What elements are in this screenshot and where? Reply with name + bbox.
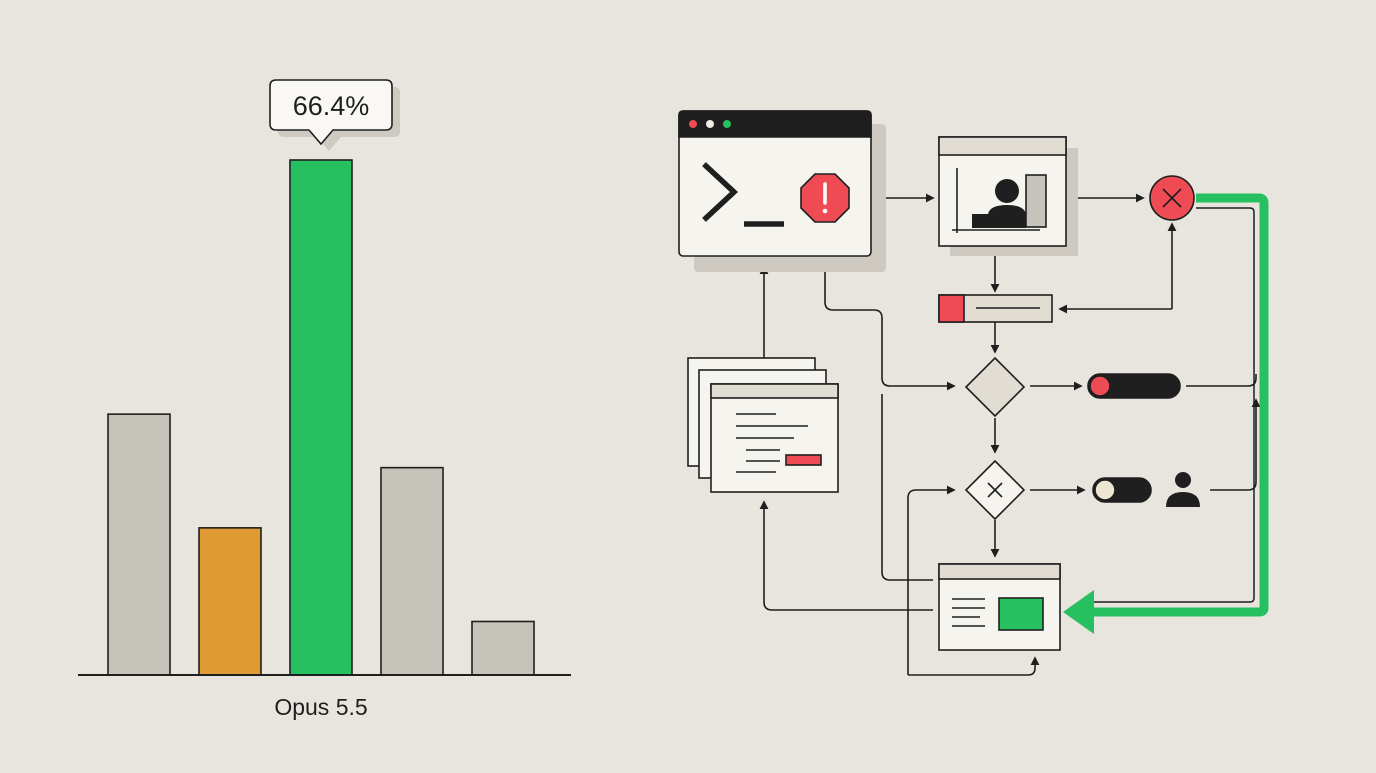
category-label: Opus 5.5: [274, 694, 367, 720]
toggle-on-icon: [1087, 373, 1181, 399]
user-icon: [1166, 472, 1200, 507]
connector: [881, 394, 933, 581]
document-stack-icon: [687, 357, 839, 493]
connector: [759, 500, 933, 611]
reject-diamond-icon: [964, 459, 1026, 521]
flow-diagram: [678, 110, 1269, 676]
progress-bar-icon: [938, 294, 1053, 323]
connector: [824, 224, 956, 391]
connector: [1186, 374, 1257, 387]
connector: [907, 485, 956, 675]
bar-chart: 66.4% Opus 5.5: [78, 79, 571, 720]
bar-3: [289, 159, 353, 676]
decision-diamond-icon: [964, 356, 1026, 418]
connector: [908, 656, 1040, 676]
bar-5: [471, 620, 535, 676]
connector: [1210, 398, 1261, 491]
callout-label: 66.4%: [293, 91, 370, 121]
bar-1: [107, 413, 171, 676]
error-circle-icon: [1149, 175, 1195, 221]
bar-2: [198, 527, 262, 676]
terminal-window-icon: [678, 110, 886, 272]
toggle-off-icon: [1092, 477, 1152, 503]
error-octagon-icon: [800, 173, 850, 223]
result-panel-icon: [938, 563, 1061, 651]
user-chart-panel-icon: [938, 136, 1078, 256]
feedback-loop-arrow: [1063, 193, 1269, 634]
value-callout: 66.4%: [269, 79, 400, 151]
bar-4: [380, 466, 444, 676]
